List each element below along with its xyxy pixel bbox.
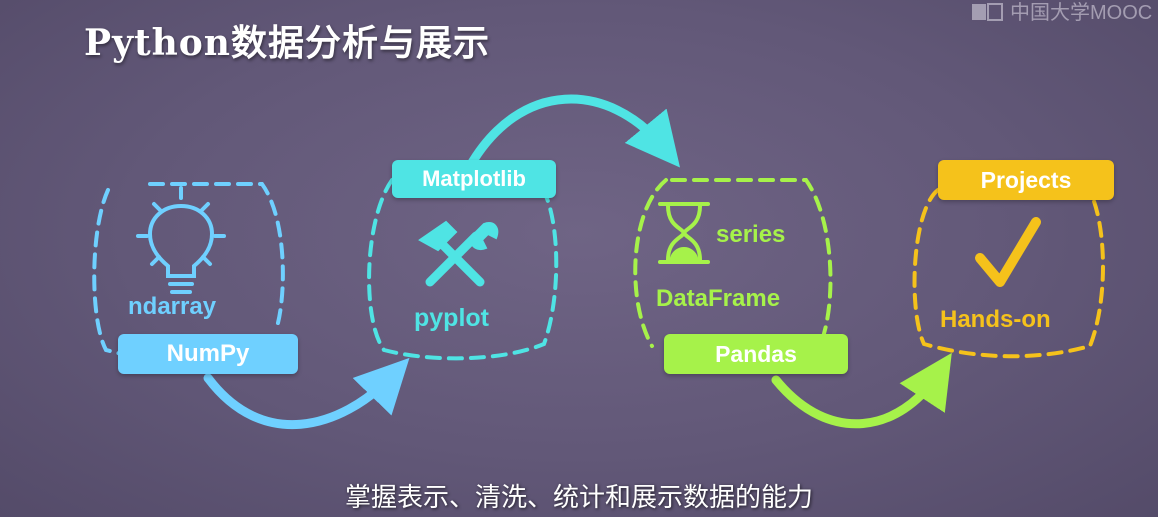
brand-watermark: 中国大学MOOC (970, 0, 1153, 24)
lightbulb-icon (136, 186, 226, 294)
matplotlib-dashed-box (367, 178, 559, 361)
pyplot-text: pyplot (414, 304, 489, 332)
numpy-dashed-box (92, 182, 285, 356)
subtitle-caption: 掌握表示、清洗、统计和展示数据的能力 (344, 483, 813, 513)
checkmark-icon (975, 217, 1041, 287)
mooc-logo-icon (972, 2, 1003, 21)
hands-on-text: Hands-on (940, 306, 1051, 333)
hourglass-icon (658, 202, 710, 264)
arrow-numpy-to-matplotlib (203, 357, 410, 430)
page-title: Python数据分析与展示 (84, 22, 490, 64)
brand-text: 中国大学MOOC (1010, 2, 1153, 24)
ndarray-text: ndarray (128, 293, 217, 320)
series-text: series (716, 221, 786, 248)
arrow-matplotlib-to-pandas (465, 94, 681, 171)
projects-label: Projects (938, 160, 1114, 200)
tools-icon (418, 220, 499, 287)
pandas-label: Pandas (664, 334, 848, 374)
numpy-label: NumPy (118, 334, 298, 374)
pandas-dashed-box (633, 178, 833, 348)
arrow-pandas-to-projects (771, 352, 952, 429)
dataframe-text: DataFrame (656, 285, 781, 312)
projects-dashed-box (912, 188, 1105, 359)
matplotlib-label: Matplotlib (392, 160, 556, 198)
